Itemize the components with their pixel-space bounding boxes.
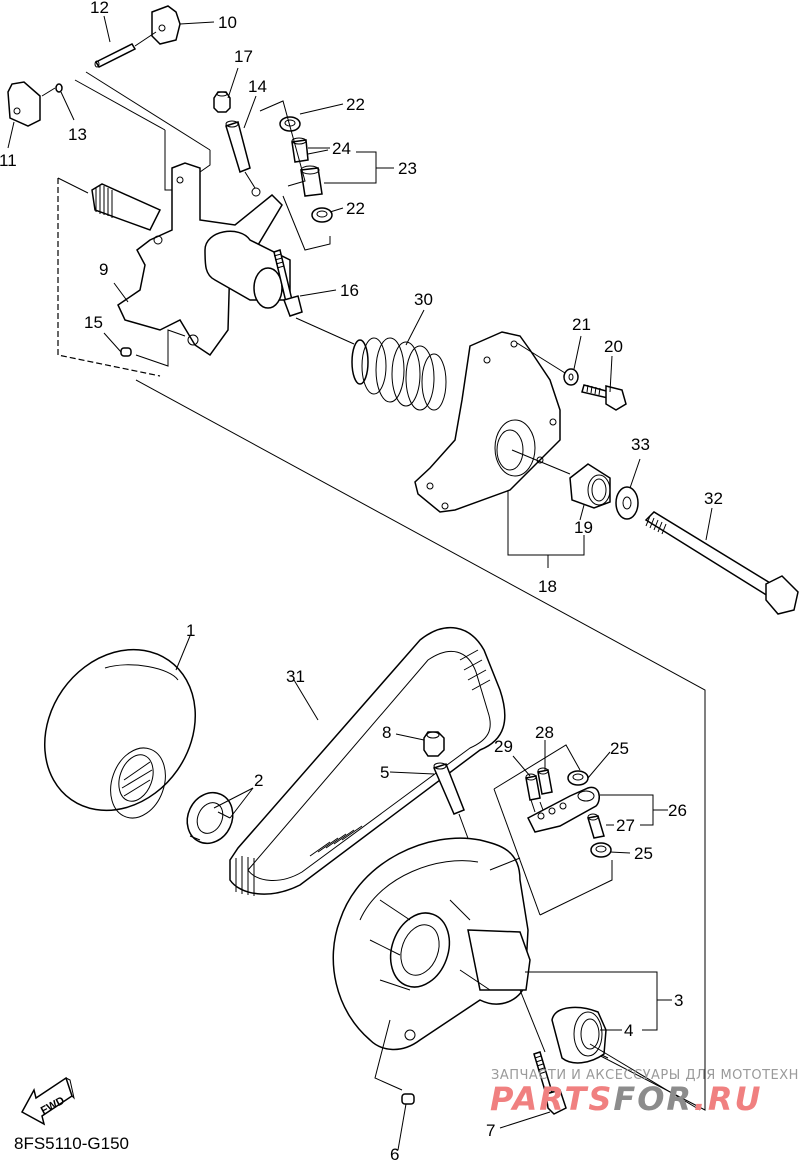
part-31-belt[interactable] [229,626,506,896]
callout-18[interactable]: 18 [538,577,557,596]
callout-26[interactable]: 26 [668,801,687,820]
callout-28[interactable]: 28 [535,723,554,742]
part-27-bushing[interactable] [587,813,605,839]
part-30-spring[interactable] [351,337,447,411]
watermark-brand-part2: FOR [613,1080,693,1118]
watermark: ЗАПЧАСТИ И АКСЕССУАРЫ ДЛЯ МОТОТЕХНИКИ PA… [490,1068,800,1118]
part-19-bushing[interactable] [569,463,611,509]
watermark-tagline: ЗАПЧАСТИ И АКСЕССУАРЫ ДЛЯ МОТОТЕХНИКИ [491,1068,800,1083]
callout-8[interactable]: 8 [382,723,391,742]
group-bracket-18 [507,490,585,556]
part-33-washer[interactable] [615,486,639,520]
callout-1[interactable]: 1 [186,621,195,640]
part-3-sheave-assembly[interactable] [332,837,531,1051]
callout-7[interactable]: 7 [486,1121,495,1140]
part-1-sheave[interactable] [14,620,226,840]
part-20-bolt[interactable] [581,384,627,411]
part-25-washer-bottom[interactable] [590,842,612,858]
part-10-weight[interactable] [151,5,181,45]
watermark-brand: PARTSFOR.RU [490,1080,762,1118]
part-8-nut[interactable] [423,731,445,757]
part-24-bushing[interactable] [291,137,309,163]
callout-14[interactable]: 14 [248,77,267,96]
callout-21[interactable]: 21 [572,315,591,334]
callout-5[interactable]: 5 [380,763,389,782]
callout-31[interactable]: 31 [286,667,305,686]
part-7-bolt[interactable] [533,1051,567,1115]
callout-13[interactable]: 13 [68,125,87,144]
callout-25b[interactable]: 25 [634,844,653,863]
part-13-ring[interactable] [55,83,63,93]
callout-32[interactable]: 32 [704,489,723,508]
group-bracket-3 [525,971,658,1031]
callout-labels: 1 2 3 4 5 6 7 8 9 10 11 12 13 14 15 16 1… [0,0,723,1161]
part-24b-bushing[interactable] [300,165,323,197]
part-15-plug[interactable] [120,347,132,357]
callout-11[interactable]: 11 [0,151,17,170]
watermark-brand-part3: .RU [694,1080,763,1118]
part-12-pin[interactable] [94,43,137,68]
callout-27[interactable]: 27 [616,816,635,835]
callout-22a[interactable]: 22 [346,95,365,114]
fwd-arrow-icon: FWD [20,1076,75,1126]
callout-19[interactable]: 19 [574,518,593,537]
part-11-weight[interactable] [7,81,41,127]
callout-24[interactable]: 24 [332,139,351,158]
callout-6[interactable]: 6 [390,1145,399,1161]
part-32-bolt[interactable] [644,511,799,615]
part-18-cover[interactable] [414,331,561,513]
part-9-spider[interactable] [91,162,291,357]
callout-10[interactable]: 10 [218,13,237,32]
callout-9[interactable]: 9 [99,260,108,279]
part-6-plug[interactable] [401,1093,415,1105]
callout-33[interactable]: 33 [631,435,650,454]
callout-12[interactable]: 12 [90,0,109,17]
part-29-screw[interactable] [525,773,541,801]
callout-2[interactable]: 2 [254,771,263,790]
part-22-washer-bottom[interactable] [311,207,333,223]
part-25-washer-top[interactable] [567,770,589,786]
watermark-brand-part1: PARTS [490,1080,613,1118]
part-4-bushing[interactable] [551,1006,607,1064]
part-17-nut[interactable] [213,91,231,113]
part-2-collet[interactable] [179,785,241,851]
part-21-washer[interactable] [563,368,579,386]
callout-17[interactable]: 17 [234,47,253,66]
part-28-screw[interactable] [537,767,553,795]
part-22-washer-top[interactable] [279,116,301,132]
callout-29[interactable]: 29 [494,737,513,756]
part-26-arm[interactable] [527,786,601,833]
callout-16[interactable]: 16 [340,281,359,300]
callout-23[interactable]: 23 [398,159,417,178]
part-16-bolt[interactable] [273,249,303,317]
callout-3[interactable]: 3 [674,991,683,1010]
assembly-outline [135,379,706,1111]
callout-15[interactable]: 15 [84,313,103,332]
group-bracket-9 [57,178,161,377]
callout-22b[interactable]: 22 [346,199,365,218]
callout-30[interactable]: 30 [414,290,433,309]
part-5-collar[interactable] [432,762,465,815]
part-14-collar[interactable] [225,120,251,173]
callout-4[interactable]: 4 [624,1021,633,1040]
callout-25a[interactable]: 25 [610,739,629,758]
diagram-code: 8FS5110-G150 [14,1134,129,1153]
callout-20[interactable]: 20 [604,337,623,356]
leader-lines [7,15,713,1151]
